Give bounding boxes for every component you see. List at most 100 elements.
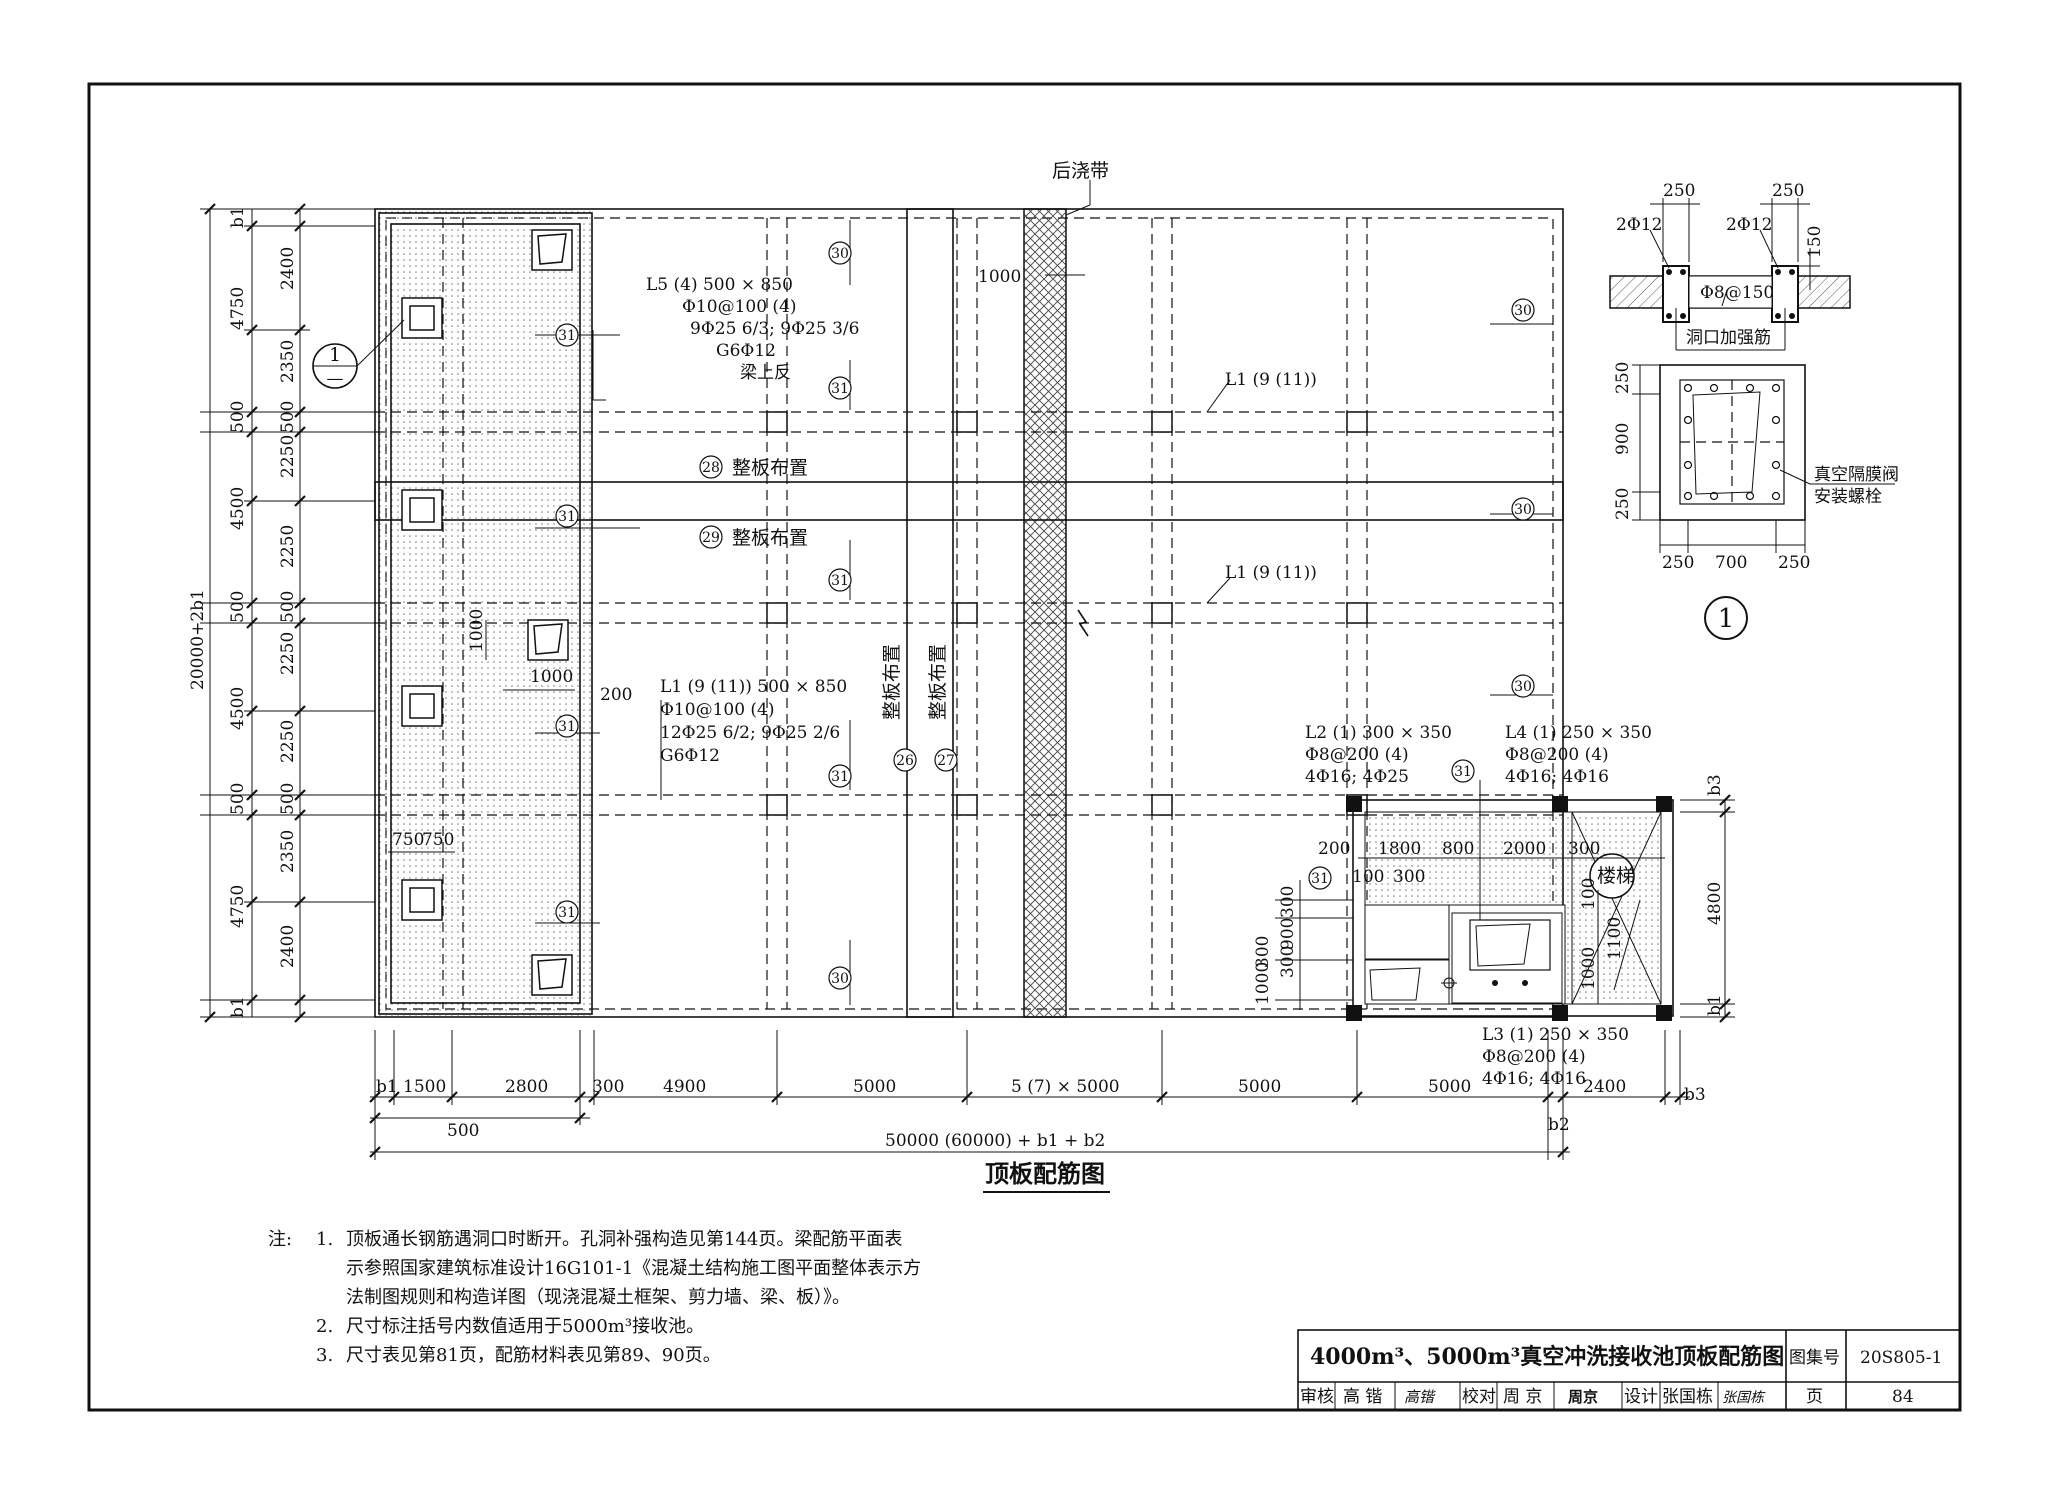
stair-dim-left: 1000 [1253,962,1273,1005]
beam-L5-line4: G6Φ12 [716,341,776,361]
note-text: 顶板通长钢筋遇洞口时断开。孔洞补强构造见第144页。梁配筋平面表 [346,1229,903,1250]
mark-30: 30 [831,971,849,987]
beam-L3-line1: L3 (1) 250 × 350 [1482,1025,1629,1045]
page-label: 页 [1806,1387,1823,1407]
review-name: 高 锴 [1343,1387,1382,1407]
dim-bottom: 5000 [1428,1077,1471,1097]
dim-b3: b3 [1684,1085,1706,1105]
mark-28: 28 [702,460,720,476]
dim-left: 500 [278,591,298,623]
dim-left: 2400 [278,925,298,968]
page-number: 84 [1892,1387,1914,1407]
mark-31: 31 [1454,764,1472,780]
stair-dim-sub: 300 [1393,867,1425,887]
beam-L5-line3: 9Φ25 6/3; 9Φ25 3/6 [690,319,859,339]
check-label: 校对 [1462,1387,1496,1407]
stair-dim-left: 300 [1278,946,1298,978]
dim-left: 500 [278,783,298,815]
detail-1-text: 250 250 2Φ12 2Φ12 150 Φ8@150 洞口加强筋 250 9… [1613,181,1899,634]
stair-dim-b3: b3 [1705,774,1725,796]
dim-b2: b2 [1548,1115,1570,1135]
detail-ref-number: 1 [329,344,341,366]
beam-L2-line1: L2 (1) 300 × 350 [1305,723,1452,743]
dim-200: 200 [600,685,632,705]
dim-left-outer: 500 [228,401,248,433]
dim-bottom: 2800 [505,1077,548,1097]
dim-left: 2250 [278,720,298,763]
detail-top-dim: 250 [1663,181,1695,201]
drawing-title: 顶板配筋图 [985,1159,1105,1188]
note-text: 尺寸标注括号内数值适用于5000m³接收池。 [346,1316,705,1337]
detail-caption: 洞口加强筋 [1686,328,1771,348]
detail-rebar: 2Φ12 [1726,215,1772,235]
note-item: 注: 1. 顶板通长钢筋遇洞口时断开。孔洞补强构造见第144页。梁配筋平面表 [268,1225,1028,1254]
dim-bottom: 300 [592,1077,624,1097]
dim-b1-top: b1 [228,206,248,228]
beam-L1-c-line1: L1 (9 (11)) 500 × 850 [660,677,847,697]
mark-31: 31 [558,719,576,735]
check-name: 周 京 [1503,1387,1542,1407]
dim-left: 2250 [278,435,298,478]
note-number: 2. [316,1316,334,1337]
note-item: 3. 尺寸表见第81页，配筋材料表见第89、90页。 [268,1341,1028,1370]
note-number: 3. [316,1345,334,1366]
review-label: 审核 [1300,1387,1334,1407]
dim-left-outer: 500 [228,591,248,623]
dim-bottom-total: 50000 (60000) + b1 + b2 [885,1131,1105,1151]
beam-L1-c-line4: G6Φ12 [660,746,720,766]
beam-L1-a: L1 (9 (11)) [1225,370,1317,390]
dim-left-total: 20000+2b1 [188,589,208,690]
mark-31: 31 [558,509,576,525]
dim-left: 2250 [278,525,298,568]
beam-L1-b: L1 (9 (11)) [1225,563,1317,583]
stair-dim-top: 2000 [1503,839,1546,859]
dim-bottom: 5000 [1238,1077,1281,1097]
detail-top-dim: 250 [1772,181,1804,201]
mark-31: 31 [831,769,849,785]
stair-dim-top: 800 [1442,839,1474,859]
mark-30: 30 [1514,502,1532,518]
design-label: 设计 [1624,1387,1658,1407]
stair-dim-left: 1000 [1579,947,1599,990]
detail-rebar: 2Φ12 [1616,215,1662,235]
detail-bottom-dim: 250 [1778,553,1810,573]
stair-dim-sub: 100 [1352,867,1384,887]
notes-label: 注: [268,1229,293,1250]
beam-L3-line3: 4Φ16; 4Φ16 [1482,1069,1586,1089]
stair-dim-top: 1800 [1378,839,1421,859]
detail-1 [1609,198,1895,640]
mark-31: 31 [831,573,849,589]
bottom-dimensions [369,1030,1690,1160]
dim-left-outer: 4500 [228,687,248,730]
detail-dim-150: 150 [1805,226,1825,258]
stair-right-dimensions [1275,794,1735,1023]
detail-bottom-dim: 700 [1715,553,1747,573]
beam-L2-line2: Φ8@200 (4) [1305,745,1409,765]
left-dimensions [200,203,375,1023]
slab-layout-27-label: 整板布置 [927,644,949,720]
title-block: 4000m³、5000m³真空冲洗接收池顶板配筋图 图集号 20S805-1 审… [1297,1329,1961,1411]
stair-dim-b1: b1 [1705,994,1725,1016]
mark-31: 31 [831,381,849,397]
beam-L1-c-line2: Φ10@100 (4) [660,700,775,720]
detail-side-dim: 900 [1613,423,1633,455]
dim-left: 2400 [278,247,298,290]
detail-bolt-label: 真空隔膜阀 [1814,465,1899,485]
stair-dim-top: 200 [1318,839,1350,859]
mark-31: 31 [558,328,576,344]
dim-left: 2350 [278,830,298,873]
beam-L5-line5: 梁上反 [740,363,791,383]
dim-b1-bottom: b1 [228,996,248,1018]
slab-layout-26-label: 整板布置 [881,644,903,720]
beam-L3-line2: Φ8@200 (4) [1482,1047,1586,1067]
review-signature: 高锴 [1404,1388,1436,1406]
dim-left-outer: 4750 [228,287,248,330]
post-pour-strip [1023,208,1067,1018]
mark-27: 27 [937,753,955,769]
dim-left: 2250 [278,632,298,675]
stair-dim-left: 900 [1278,918,1298,950]
mark-31: 31 [1311,871,1329,887]
plan-text: 后浇带 1000 L5 (4) 500 × 850 Φ10@100 (4) 9Φ… [188,160,1725,1193]
stair-block [1346,780,1674,1021]
